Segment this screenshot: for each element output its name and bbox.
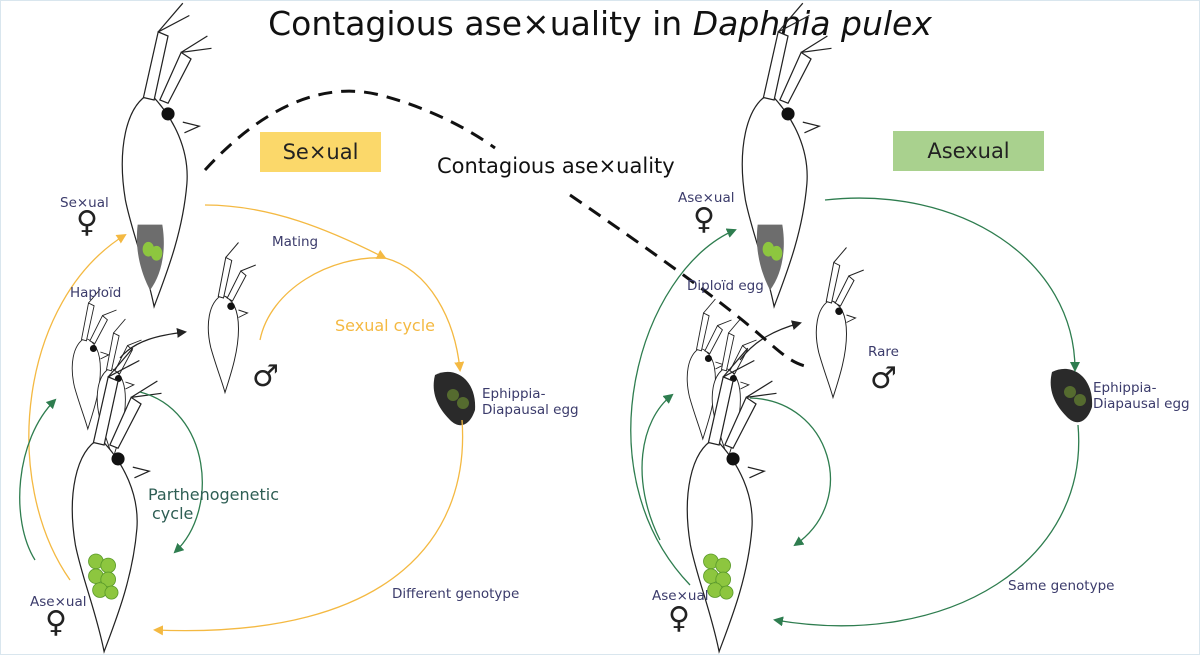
arrow-different-genotype bbox=[153, 419, 464, 636]
asexual-tag: Asexual bbox=[893, 131, 1044, 171]
label-ephippia-left-1: Ephippia- bbox=[482, 386, 546, 402]
arrow-to-male-right bbox=[739, 320, 802, 361]
label-parthenogenetic-cycle: cycle bbox=[152, 504, 194, 523]
label-mating: Mating bbox=[272, 234, 319, 250]
arrow-sexual-cycle bbox=[259, 257, 465, 372]
arrow-asexual-cycle-top bbox=[824, 197, 1080, 372]
label-sexual-cycle: Sexual cycle bbox=[335, 316, 436, 335]
label-ephippia-left-2: Diapausal egg bbox=[482, 402, 579, 418]
arrow-haploid bbox=[28, 233, 127, 581]
arrow-asexual-left-inner bbox=[641, 393, 674, 541]
label-different-genotype: Different genotype bbox=[392, 586, 520, 602]
label-haploid: Haploïd bbox=[70, 285, 122, 301]
ephippium-left bbox=[433, 371, 476, 426]
arrow-to-male-left bbox=[119, 327, 187, 359]
label-rare: Rare bbox=[868, 344, 899, 360]
label-asexual-female-left: Ase×ual bbox=[30, 594, 87, 610]
label-sexual-female: Se×ual bbox=[60, 195, 109, 211]
title-main: Contagious ase×uality in bbox=[268, 4, 693, 43]
label-asexual-female-right-bottom: Ase×ual bbox=[652, 588, 709, 604]
asexual-female-daphnia-right-top bbox=[741, 2, 833, 308]
slide-title: Contagious ase×uality in Daphnia pulex bbox=[0, 4, 1200, 43]
female-symbol-right-top: ♀ bbox=[693, 202, 715, 237]
arrow-asexual-to-juvenile-left bbox=[19, 398, 57, 561]
label-ephippia-right-1: Ephippia- bbox=[1093, 380, 1157, 396]
label-asexual-female-right-top: Ase×ual bbox=[678, 190, 735, 206]
ephippium-right bbox=[1050, 368, 1093, 423]
female-symbol-asexual-left: ♀ bbox=[45, 605, 67, 640]
label-same-genotype: Same genotype bbox=[1008, 578, 1115, 594]
asexual-female-daphnia-left bbox=[71, 347, 163, 653]
male-daphnia-left bbox=[207, 242, 257, 393]
arrow-parthenogenetic bbox=[139, 391, 203, 554]
male-daphnia-right bbox=[815, 247, 865, 398]
male-symbol-left: ♂ bbox=[252, 359, 279, 394]
label-ephippia-right-2: Diapausal egg bbox=[1093, 396, 1190, 412]
female-symbol-right-bottom: ♀ bbox=[668, 601, 690, 636]
arrow-mating bbox=[204, 204, 387, 259]
female-symbol-sexual: ♀ bbox=[76, 205, 98, 240]
sexual-female-daphnia bbox=[121, 2, 213, 308]
contagious-dashed-curve-top bbox=[203, 89, 496, 172]
title-species: Daphnia pulex bbox=[692, 4, 932, 43]
arrow-asexual-parthenogenesis-right bbox=[749, 397, 831, 547]
asexual-female-daphnia-right-bottom bbox=[686, 347, 778, 653]
contagious-asexuality-label: Contagious ase×uality bbox=[437, 154, 675, 178]
sexual-tag: Se×ual bbox=[260, 132, 381, 172]
arrow-same-genotype bbox=[773, 424, 1080, 627]
label-diploid-egg: Diploïd egg bbox=[687, 278, 764, 294]
label-parthenogenetic: Parthenogenetic bbox=[148, 485, 279, 504]
male-symbol-right: ♂ bbox=[870, 361, 897, 396]
arrow-asexual-left-outer bbox=[630, 228, 737, 586]
